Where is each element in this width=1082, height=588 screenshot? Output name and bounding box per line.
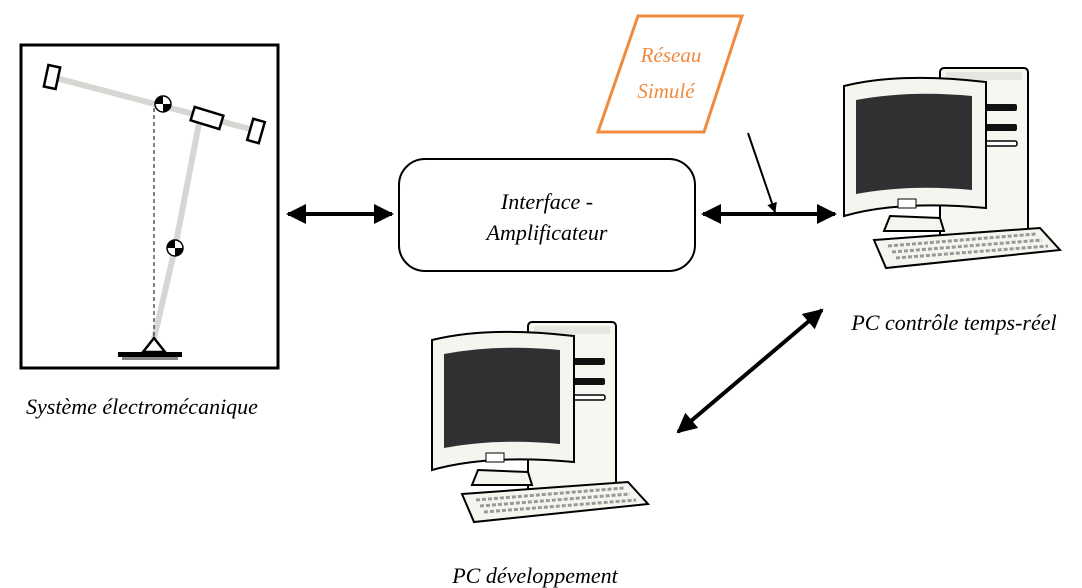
pc-realtime-computer-icon xyxy=(842,66,1062,270)
system-frame xyxy=(19,43,280,370)
pc-dev-label: PC développement xyxy=(451,563,618,588)
end-mass-left xyxy=(42,63,62,91)
link-pc-realtime-pc-dev xyxy=(676,308,824,434)
base-pivot-icon xyxy=(140,335,168,354)
end-mass-right xyxy=(245,117,267,145)
interface-amplifier-box xyxy=(398,158,696,272)
motor-mass xyxy=(189,105,225,131)
simulated-network-box xyxy=(595,14,745,134)
center-of-mass-icon-upper xyxy=(154,95,172,113)
center-of-mass-icon-lower xyxy=(166,239,184,257)
interface-label-line2: Amplificateur xyxy=(485,220,608,245)
base-ground xyxy=(118,352,182,357)
lower-link xyxy=(151,247,178,340)
network-tap-arrow xyxy=(747,132,777,213)
upper-link xyxy=(51,74,255,133)
electromechanical-system xyxy=(19,43,280,370)
network-label-line1: Réseau xyxy=(640,43,702,67)
pc-dev-computer-icon xyxy=(430,320,650,524)
electromechanical-system-label: Système électromécanique xyxy=(26,394,258,419)
interface-label-line1: Interface - xyxy=(500,189,593,214)
network-label-line2: Simulé xyxy=(637,79,696,103)
pc-realtime-label: PC contrôle temps-réel xyxy=(850,310,1056,335)
middle-link xyxy=(172,117,203,249)
